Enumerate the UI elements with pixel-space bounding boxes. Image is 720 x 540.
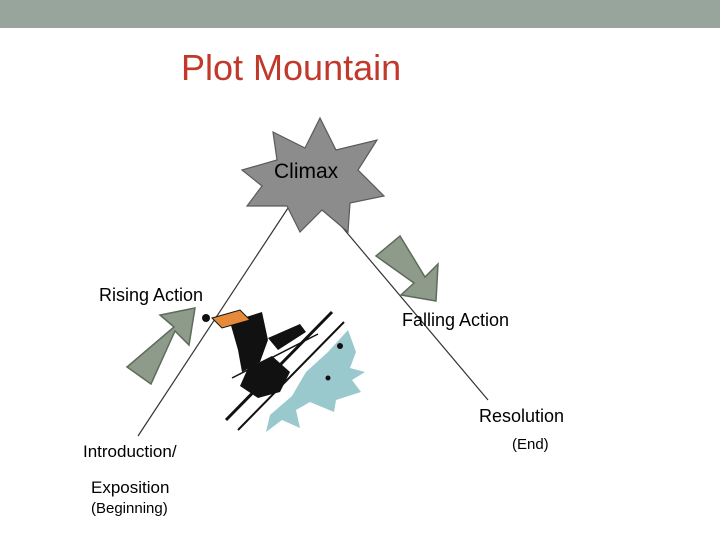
slide-title: Plot Mountain	[181, 47, 402, 88]
resolution-sub-label: (End)	[512, 436, 549, 453]
up-right-arrow-icon	[125, 307, 196, 386]
falling-action-label: Falling Action	[402, 310, 510, 330]
star-burst-icon	[240, 116, 386, 234]
top-band	[0, 0, 720, 28]
rising-action-label: Rising Action	[99, 285, 204, 305]
down-right-arrow-icon	[374, 234, 439, 302]
introduction-label: Introduction/	[83, 442, 177, 461]
climax-label: Climax	[274, 160, 339, 183]
resolution-label: Resolution	[479, 406, 565, 426]
exposition-label: Exposition	[91, 478, 170, 497]
introduction-sub-label: (Beginning)	[91, 500, 168, 517]
skier-clipart-icon	[202, 309, 365, 432]
falling-slope-line	[331, 214, 489, 401]
